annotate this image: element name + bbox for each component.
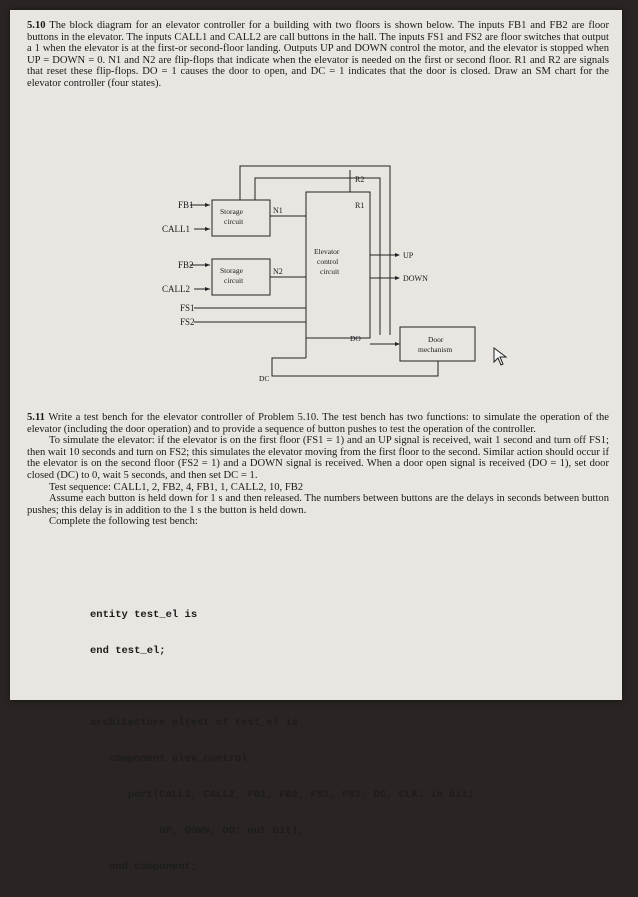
code-line: component elev_control: [90, 753, 248, 765]
problem-number: 5.11: [27, 412, 45, 423]
elevator-line1: Elevator: [314, 247, 340, 256]
label-fb1: FB1: [178, 200, 194, 210]
storage1-line1: Storage: [220, 207, 244, 216]
door-mechanism-box: [399, 326, 476, 362]
storage2-line2: circuit: [224, 276, 244, 285]
elevator-line2: control: [317, 257, 338, 266]
code-line: end test_el;: [90, 645, 166, 657]
label-n2: N2: [273, 267, 283, 276]
label-call2: CALL2: [162, 284, 190, 294]
label-do: DO: [350, 334, 361, 343]
label-dc: DC: [259, 374, 269, 383]
code-line: architecture eltest of test_el is: [90, 717, 298, 729]
problem-intro: Write a test bench for the elevator cont…: [27, 412, 609, 435]
label-n1: N1: [273, 206, 283, 215]
storage-circuit-1: [211, 199, 271, 237]
problem-5-10: 5.10 The block diagram for an elevator c…: [27, 20, 609, 90]
problem-text: The block diagram for an elevator contro…: [27, 20, 609, 89]
storage1-line2: circuit: [224, 217, 244, 226]
simulate-paragraph: To simulate the elevator: if the elevato…: [27, 435, 609, 481]
code-line: port(CALL1, CALL2, FB1, FB2, FS1, FS2, D…: [90, 789, 475, 801]
test-sequence: Test sequence: CALL1, 2, FB2, 4, FB1, 1,…: [49, 481, 304, 493]
elevator-block-diagram: FB1 CALL1 FB2 CALL2 FS1 FS2 Storage circ…: [162, 165, 476, 383]
problem-number: 5.10: [27, 20, 46, 31]
problem-5-11: 5.11 Write a test bench for the elevator…: [27, 412, 609, 528]
code-line: entity test_el is: [90, 609, 198, 621]
elevator-line3: circuit: [320, 267, 340, 276]
label-fb2: FB2: [178, 260, 194, 270]
storage2-line1: Storage: [220, 266, 244, 275]
code-line: end component;: [90, 861, 198, 873]
textbook-page: 5.10 The block diagram for an elevator c…: [10, 10, 622, 873]
complete-instruction: Complete the following test bench:: [49, 516, 198, 528]
mouse-pointer-icon: [493, 347, 508, 366]
label-call1: CALL1: [162, 224, 190, 234]
label-r1: R1: [355, 201, 364, 210]
label-down: DOWN: [403, 274, 428, 283]
code-line: UP, DOWN, DO: out bit);: [90, 825, 305, 837]
assume-paragraph: Assume each button is held down for 1 s …: [27, 493, 609, 516]
code-line: [90, 681, 474, 693]
door-line1: Door: [428, 335, 444, 344]
label-up: UP: [403, 251, 414, 260]
elevator-control-circuit: [305, 191, 371, 339]
door-line2: mechanism: [418, 345, 452, 354]
label-fs2: FS2: [180, 317, 195, 327]
vhdl-code-block: entity test_el is end test_el; architect…: [90, 585, 474, 897]
label-fs1: FS1: [180, 303, 195, 313]
label-r2: R2: [355, 175, 364, 184]
